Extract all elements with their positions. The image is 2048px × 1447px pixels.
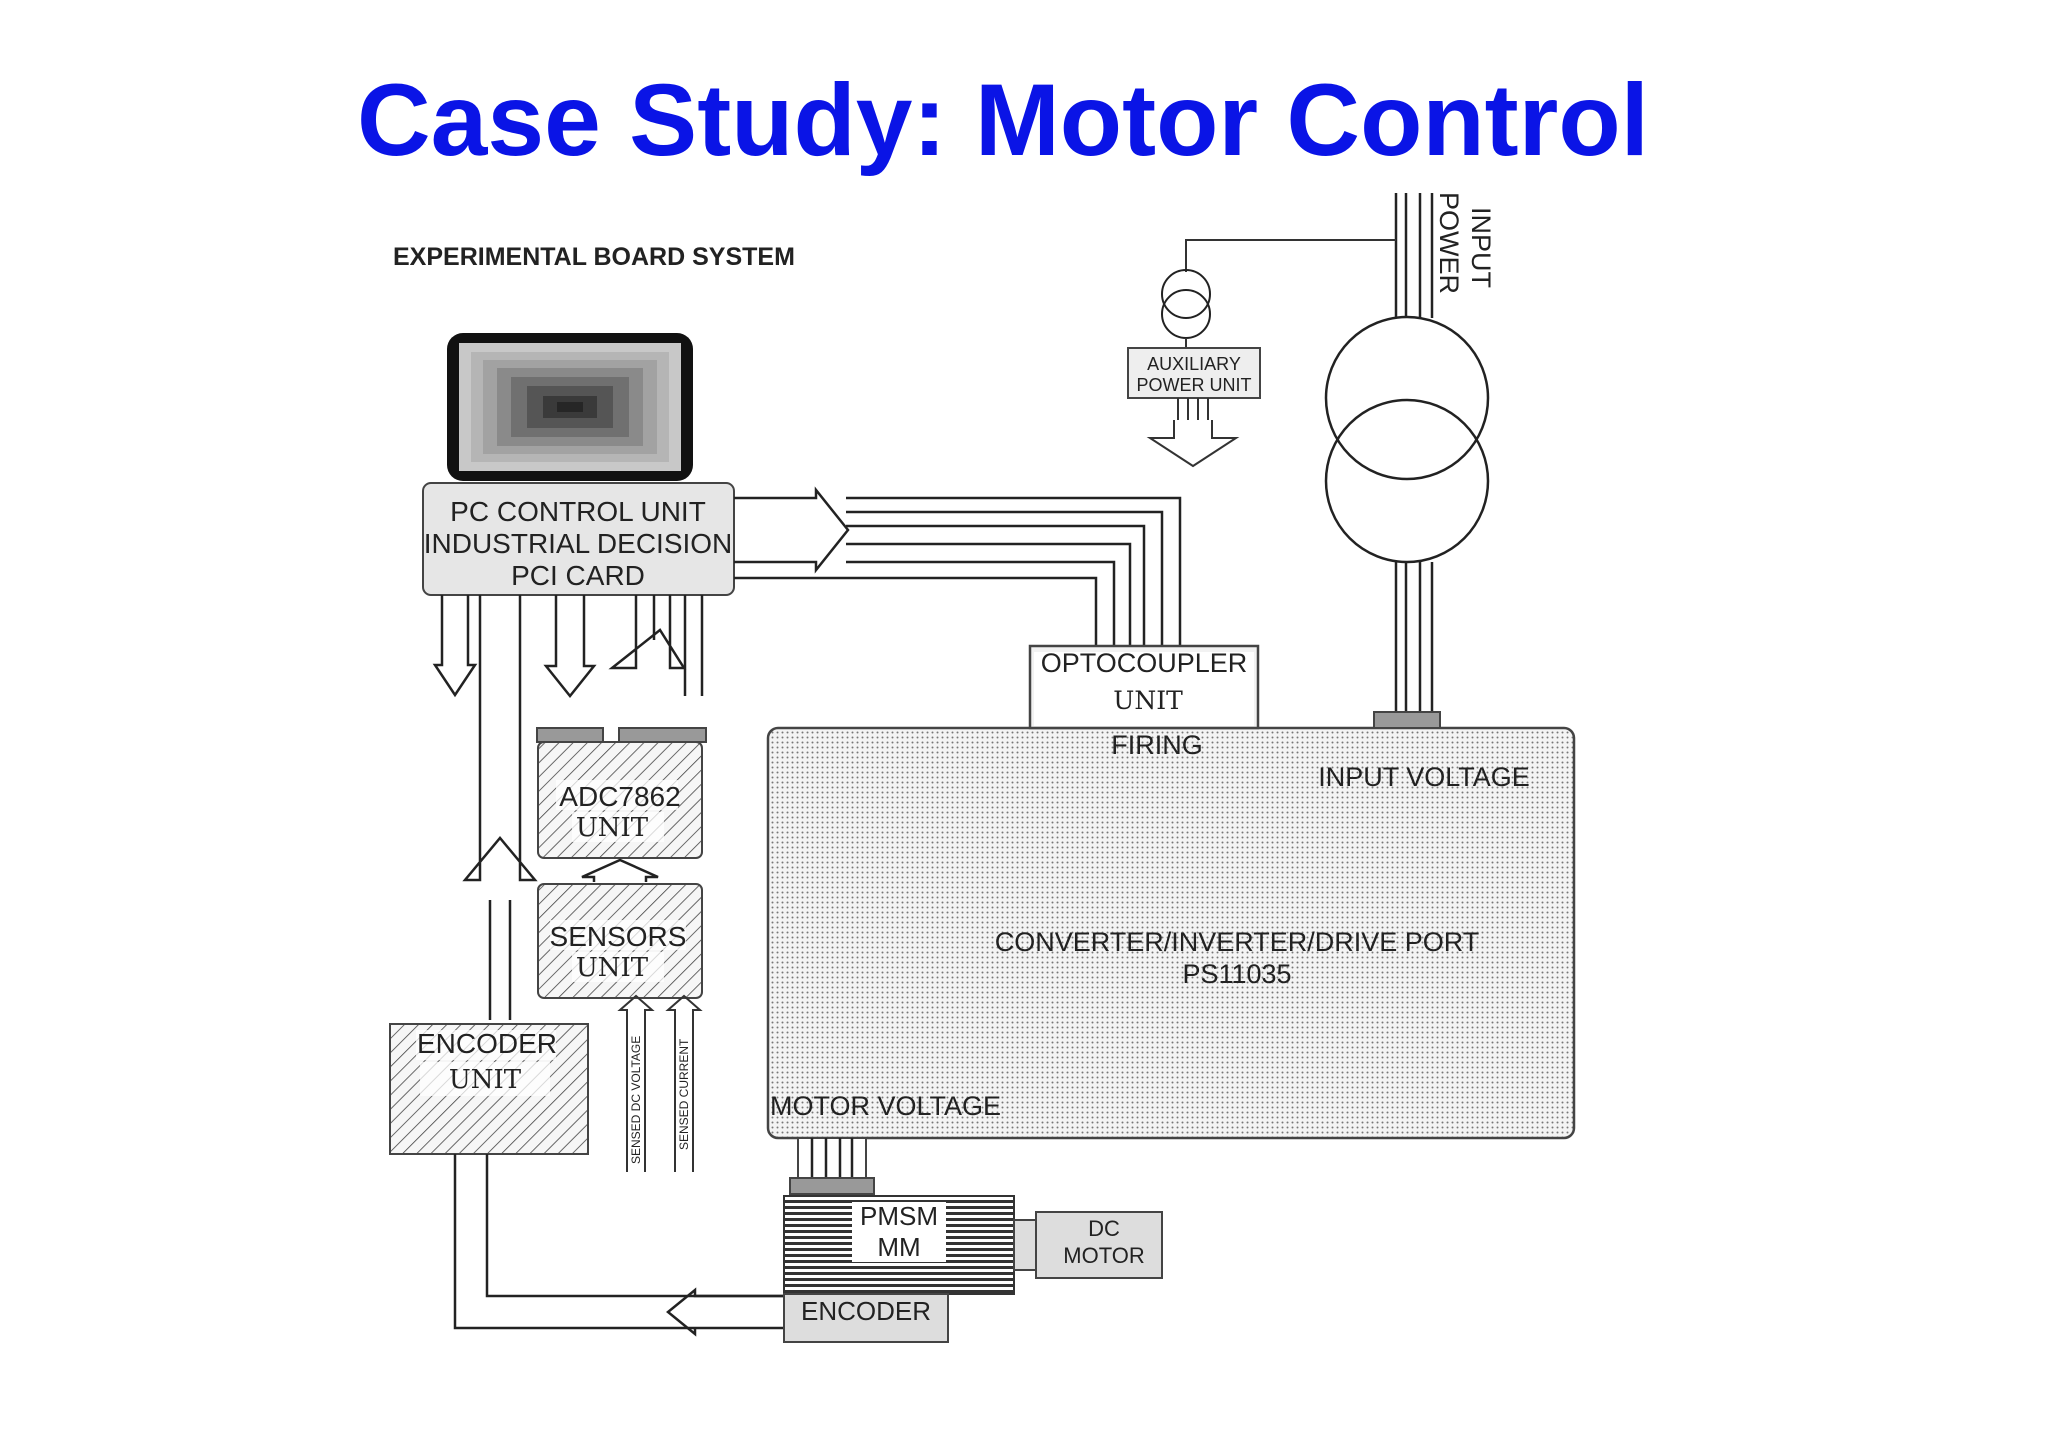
svg-text:CONVERTER/INVERTER/DRIVE PORT: CONVERTER/INVERTER/DRIVE PORT xyxy=(995,927,1480,957)
svg-text:INDUSTRIAL DECISION: INDUSTRIAL DECISION xyxy=(424,528,733,559)
pmsm-motor: PMSM MM DC MOTOR ENCODER xyxy=(783,1195,1163,1343)
svg-text:UNIT: UNIT xyxy=(576,953,649,983)
adc-unit: ADC7862 UNIT xyxy=(537,741,703,859)
motor-voltage-connection xyxy=(789,1137,875,1195)
pc-control-unit: PC CONTROL UNIT INDUSTRIAL DECISION PCI … xyxy=(422,482,735,596)
sensors-to-adc-arrow xyxy=(581,858,659,882)
svg-text:POWER: POWER xyxy=(1434,192,1464,294)
svg-text:SENSED CURRENT: SENSED CURRENT xyxy=(677,1038,691,1150)
svg-text:UNIT: UNIT xyxy=(449,1065,522,1095)
svg-text:ENCODER: ENCODER xyxy=(801,1296,931,1326)
svg-text:AUXILIARY: AUXILIARY xyxy=(1147,354,1241,374)
pc-left-bus xyxy=(432,595,538,1020)
pc-adc-bus xyxy=(536,595,707,743)
svg-text:DC: DC xyxy=(1088,1216,1120,1241)
firing-bus xyxy=(734,486,1182,648)
input-transformer: INPUT POWER xyxy=(1324,192,1496,729)
diagram-heading: EXPERIMENTAL BOARD SYSTEM xyxy=(393,243,795,271)
svg-text:SENSORS: SENSORS xyxy=(550,921,687,952)
encoder-feedback-wires xyxy=(453,1154,784,1337)
sensors-unit: SENSORS UNIT xyxy=(537,883,703,999)
svg-text:INPUT: INPUT xyxy=(1466,207,1496,288)
svg-text:PMSM: PMSM xyxy=(860,1201,938,1231)
optocoupler-unit: OPTOCOUPLER UNIT xyxy=(1028,644,1260,730)
auxiliary-power-unit: AUXILIARY POWER UNIT xyxy=(1127,239,1396,468)
svg-text:ENCODER: ENCODER xyxy=(417,1028,557,1059)
svg-text:SENSED DC VOLTAGE: SENSED DC VOLTAGE xyxy=(629,1036,643,1164)
svg-text:POWER UNIT: POWER UNIT xyxy=(1137,375,1252,395)
svg-text:OPTOCOUPLER: OPTOCOUPLER xyxy=(1041,648,1248,678)
monitor-icon xyxy=(447,333,693,481)
slide-title: Case Study: Motor Control xyxy=(357,63,1649,177)
svg-text:MOTOR VOLTAGE: MOTOR VOLTAGE xyxy=(770,1091,1001,1121)
svg-text:PCI CARD: PCI CARD xyxy=(511,560,645,591)
svg-text:PC CONTROL UNIT: PC CONTROL UNIT xyxy=(450,496,706,527)
svg-text:UNIT: UNIT xyxy=(1113,686,1183,715)
converter-block: CONVERTER/INVERTER/DRIVE PORT PS11035 IN… xyxy=(766,726,1576,1140)
svg-text:PS11035: PS11035 xyxy=(1182,959,1291,989)
svg-text:MOTOR: MOTOR xyxy=(1063,1243,1144,1268)
svg-text:FIRING: FIRING xyxy=(1111,730,1203,760)
sensed-signals: SENSED DC VOLTAGE SENSED CURRENT xyxy=(617,994,703,1172)
encoder-unit: ENCODER UNIT xyxy=(389,1023,589,1155)
svg-text:INPUT VOLTAGE: INPUT VOLTAGE xyxy=(1318,762,1530,792)
svg-text:MM: MM xyxy=(877,1232,920,1262)
svg-text:UNIT: UNIT xyxy=(576,813,649,843)
svg-text:ADC7862: ADC7862 xyxy=(559,781,680,812)
